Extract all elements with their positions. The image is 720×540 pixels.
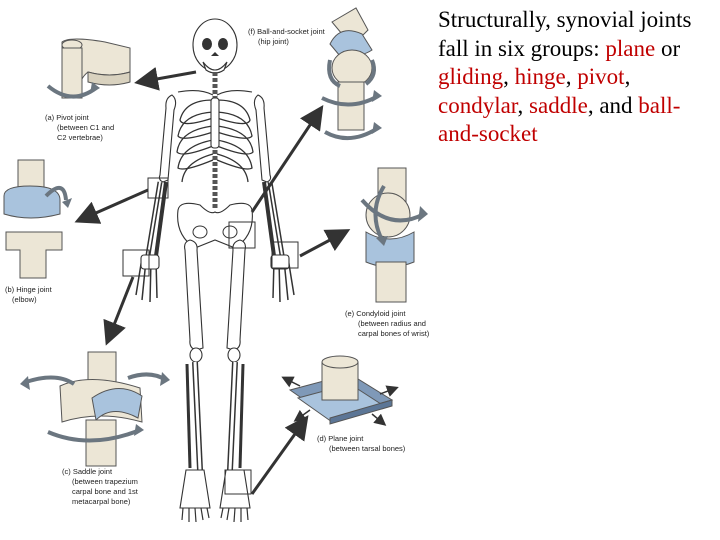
plane-label-2: (between tarsal bones) xyxy=(329,444,406,453)
term-condylar: condylar xyxy=(438,92,518,118)
ball-label-1: (f) Ball-and-socket joint xyxy=(248,27,326,36)
skeleton xyxy=(122,18,299,523)
pivot-label-3: C2 vertebrae) xyxy=(57,133,103,142)
term-ball-and-socket: ball-and-socket xyxy=(438,92,681,147)
condyloid-joint-illustration xyxy=(360,167,428,303)
pivot-label-1: (a) Pivot joint xyxy=(45,113,90,122)
saddle-joint-illustration xyxy=(20,351,170,467)
ball-and-socket-illustration xyxy=(321,7,382,140)
plane-label-1: (d) Plane joint xyxy=(317,434,364,443)
term-saddle: saddle xyxy=(529,92,588,118)
saddle-label-1: (c) Saddle joint xyxy=(62,467,113,476)
joint-types-text: Structurally, synovial joints fall in si… xyxy=(438,7,692,147)
term-plane: plane xyxy=(605,35,656,61)
term-pivot: pivot xyxy=(577,64,625,89)
ball-label-2: (hip joint) xyxy=(258,37,289,46)
synovial-joints-figure: (a) Pivot joint (between C1 and C2 verte… xyxy=(3,7,430,523)
saddle-label-4: metacarpal bone) xyxy=(72,497,131,506)
pointer-arrows xyxy=(74,67,351,495)
hinge-label-1: (b) Hinge joint xyxy=(5,285,53,294)
condyloid-label-3: carpal bones of wrist) xyxy=(358,329,430,338)
pivot-label-2: (between C1 and xyxy=(57,123,114,132)
saddle-label-3: carpal bone and 1st xyxy=(72,487,139,496)
condyloid-label-1: (e) Condyloid joint xyxy=(345,309,406,318)
term-gliding: gliding xyxy=(438,64,504,89)
condyloid-label-2: (between radius and xyxy=(358,319,426,328)
term-hinge: hinge xyxy=(514,64,566,89)
saddle-label-2: (between trapezium xyxy=(72,477,138,486)
hinge-label-2: (elbow) xyxy=(12,295,37,304)
plane-joint-illustration xyxy=(281,355,399,426)
pivot-joint-illustration xyxy=(46,38,131,99)
hinge-joint-illustration xyxy=(3,159,72,279)
intro-text: Structurally, synovial joints fall in si… xyxy=(438,7,692,61)
